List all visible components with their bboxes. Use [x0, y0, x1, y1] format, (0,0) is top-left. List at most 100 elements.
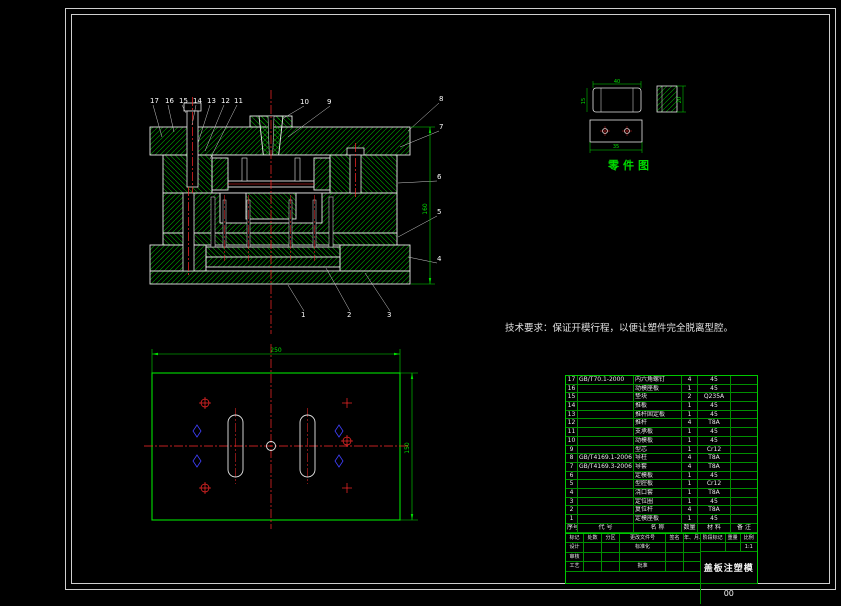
bom-header-qty: 数量	[682, 523, 698, 532]
section-height-dim-label: 160	[422, 203, 429, 215]
bom-row: 13 推杆固定板 1 45	[566, 410, 757, 420]
sheet-frame-outer	[65, 8, 836, 590]
bom-cell-note	[731, 454, 757, 462]
bom-cell-name: 垫块	[634, 393, 682, 402]
sheet-frame-inner	[71, 14, 830, 584]
callout-9: 9	[327, 98, 331, 106]
bom-row: 4 浇口套 1 T8A	[566, 488, 757, 498]
plan-hole-markers	[199, 397, 353, 494]
bom-cell-mat: 45	[698, 497, 731, 506]
bom-cell-name: 支承板	[634, 428, 682, 436]
bom-cell-code	[578, 393, 634, 402]
bom-and-title-block: 17 GB/T70.1-2000 内六角螺钉 4 45 16 动模座板 1 45…	[565, 375, 758, 604]
bom-cell-code	[578, 488, 634, 497]
bom-cell-note	[731, 506, 757, 514]
bom-cell-name: 动模板	[634, 436, 682, 445]
bom-cell-mat: 45	[698, 402, 731, 410]
bom-cell-no: 10	[566, 436, 578, 445]
bom-cell-qty: 1	[682, 410, 698, 419]
callout-1: 1	[301, 311, 305, 319]
bom-header-no: 序号	[567, 523, 578, 532]
bom-cell-note	[731, 393, 757, 401]
bom-cell-name: 动模座板	[634, 384, 682, 393]
callout-3: 3	[387, 311, 391, 319]
bom-cell-mat: 45	[698, 471, 731, 480]
bom-header-note: 备 注	[737, 523, 751, 531]
tb-label-date: 年、月、日	[684, 534, 700, 541]
bom-cell-no: 9	[566, 445, 578, 454]
callout-8: 8	[439, 95, 443, 103]
part-detail-views: 40 15 20 35	[581, 79, 686, 153]
tb-label-weight: 重量	[726, 533, 741, 542]
callout-5: 5	[437, 208, 441, 216]
bom-row: 1 定模座板 1 45	[566, 515, 757, 524]
bom-row: 17 GB/T70.1-2000 内六角螺钉 4 45	[566, 376, 757, 385]
tb-label-design: 设计	[566, 543, 584, 552]
dim-label-d1: 40	[614, 79, 620, 85]
bom-cell-no: 15	[566, 393, 578, 402]
bom-cell-no: 8	[566, 454, 578, 462]
bom-row: 11 支承板 1 45	[566, 428, 757, 437]
bom-cell-no: 5	[566, 480, 578, 488]
bom-cell-no: 4	[566, 488, 578, 497]
bom-row: 2 复位杆 4 T8A	[566, 506, 757, 515]
bom-cell-name: 内六角螺钉	[634, 376, 682, 384]
dim-label-d4: 20	[677, 97, 683, 103]
bom-cell-qty: 1	[682, 428, 698, 436]
bom-cell-code: GB/T70.1-2000	[578, 376, 634, 384]
bom-cell-note	[731, 419, 757, 427]
part-view-cap	[592, 87, 642, 113]
bom-cell-code	[578, 428, 634, 436]
callout-7: 7	[439, 123, 443, 131]
bom-cell-note	[731, 437, 757, 445]
bom-cell-mat: T8A	[698, 419, 731, 428]
bom-cell-note	[731, 402, 757, 410]
title-block-left: 标记 处数 分区 更改文件号 签名 年、月、日 设计 标准化 审核	[566, 533, 701, 606]
bom-cell-qty: 1	[682, 445, 698, 454]
callout-12: 12	[221, 97, 230, 105]
tb-label-standardize: 标准化	[620, 543, 666, 552]
plan-width-dimension: 250	[151, 347, 401, 373]
tb-label-audit: 审核	[566, 552, 584, 562]
plan-diamond-markers	[192, 424, 344, 468]
bom-cell-note	[731, 463, 757, 471]
bom-cell-note	[731, 515, 757, 523]
tb-label-zone: 分区	[602, 533, 620, 543]
bom-cell-mat: Q235A	[698, 393, 731, 402]
bom-cell-qty: 4	[682, 462, 698, 471]
bom-cell-code: GB/T4169.3-2006	[578, 462, 634, 471]
bom-cell-note	[731, 489, 757, 497]
bom-cell-no: 7	[566, 462, 578, 471]
part-figure-label: 零件图	[608, 159, 653, 172]
bom-cell-qty: 1	[682, 488, 698, 497]
callout-11: 11	[234, 97, 243, 105]
bom-cell-name: 定模板	[634, 471, 682, 480]
title-block-craft-row: 工艺 批准	[566, 562, 700, 572]
tb-label-sign: 签名	[666, 533, 684, 543]
bom-row: 14 推板 1 45	[566, 402, 757, 411]
tb-label-craft: 工艺	[566, 562, 584, 571]
bom-cell-qty: 4	[682, 454, 698, 462]
bom-cell-note	[731, 376, 757, 384]
bom-cell-note	[731, 480, 757, 488]
tb-label-scale: 比例	[743, 534, 754, 541]
bom-row: 9 型芯 1 Cr12	[566, 445, 757, 455]
bom-cell-no: 12	[566, 419, 578, 428]
section-height-dimension: 160	[411, 126, 435, 285]
callout-4: 4	[437, 255, 442, 263]
bom-cell-mat: T8A	[698, 454, 731, 462]
drawing-title: 盖板注塑模	[700, 552, 757, 585]
callout-leaders	[152, 102, 440, 312]
bom-cell-no: 16	[566, 384, 578, 393]
title-block-blank-area	[566, 572, 700, 606]
bom-cell-note	[731, 446, 757, 454]
bom-cell-mat: 45	[698, 436, 731, 445]
bom-cell-code: GB/T4169.1-2006	[578, 454, 634, 462]
bom-cell-mat: 45	[698, 384, 731, 393]
bom-row: 12 推杆 4 T8A	[566, 419, 757, 429]
bom-cell-qty: 1	[682, 471, 698, 480]
bom-cell-code	[578, 471, 634, 480]
callout-2: 2	[347, 311, 351, 319]
bom-cell-code	[578, 445, 634, 454]
bom-cell-no: 3	[566, 497, 578, 506]
